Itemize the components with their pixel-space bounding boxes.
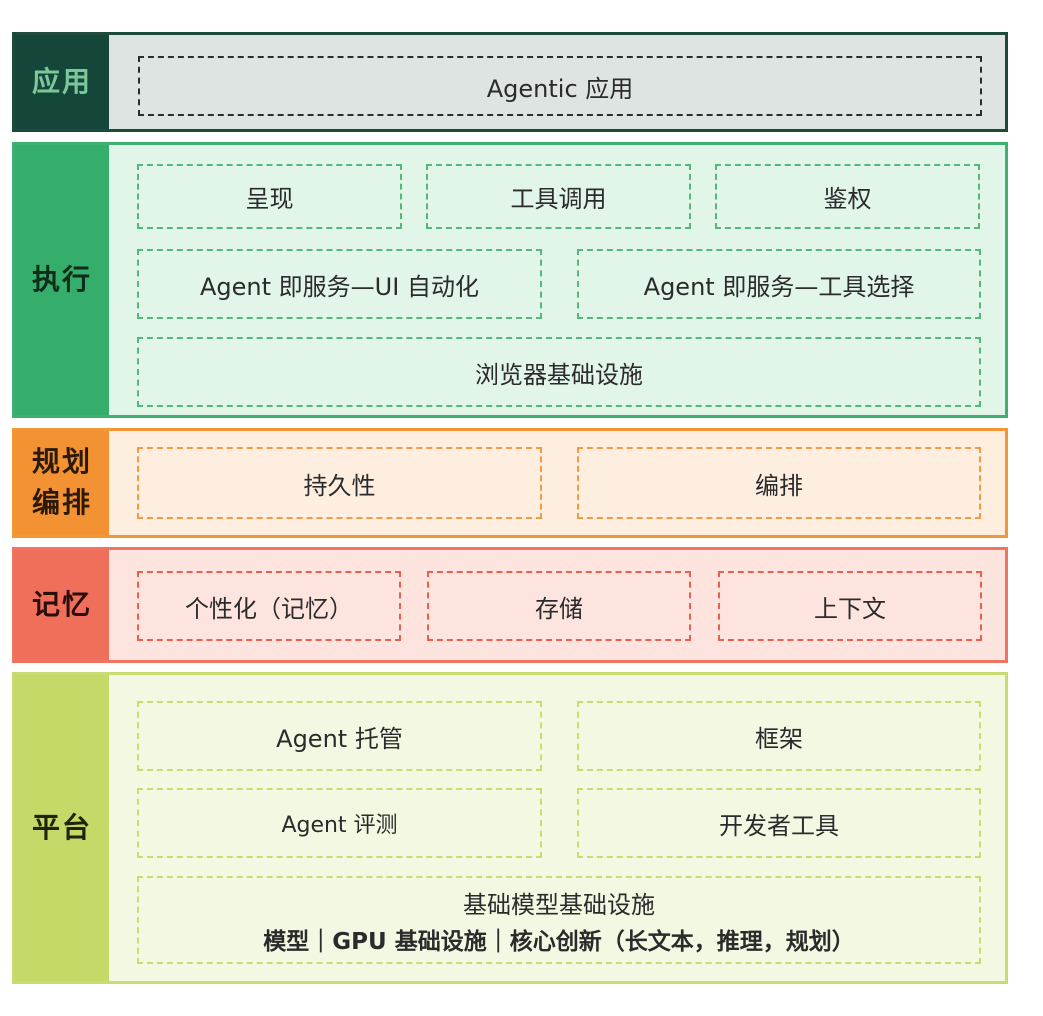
execution-label-text: 执行 bbox=[31, 262, 92, 296]
tool-call-box: 工具调用 bbox=[426, 164, 691, 229]
application-layer: 应用 Agentic 应用 bbox=[12, 32, 1008, 132]
foundation-model-infra-box: 基础模型基础设施 模型｜GPU 基础设施｜核心创新（长文本，推理，规划） bbox=[137, 876, 981, 964]
memory-layer: 记忆 个性化（记忆） 存储 上下文 bbox=[12, 547, 1008, 663]
platform-layer-label: 平台 bbox=[15, 675, 109, 981]
agent-as-service-tool-box: Agent 即服务—工具选择 bbox=[577, 249, 981, 319]
browser-infra-box: 浏览器基础设施 bbox=[137, 337, 981, 407]
render-text: 呈现 bbox=[245, 185, 294, 213]
execution-layer: 执行 呈现 工具调用 鉴权 Agent 即服务—UI 自动化 Agent 即服务… bbox=[12, 142, 1008, 418]
render-box: 呈现 bbox=[137, 164, 402, 229]
developer-tools-text: 开发者工具 bbox=[719, 811, 839, 840]
personalization-text: 个性化（记忆） bbox=[185, 594, 353, 623]
auth-text: 鉴权 bbox=[823, 185, 872, 213]
persistence-text: 持久性 bbox=[303, 471, 376, 500]
orchestration-box: 编排 bbox=[577, 447, 981, 519]
storage-text: 存储 bbox=[535, 594, 583, 623]
planning-label-line1: 规划 bbox=[31, 445, 92, 479]
planning-layer: 规划 编排 持久性 编排 bbox=[12, 428, 1008, 538]
execution-layer-label: 执行 bbox=[15, 145, 109, 415]
agent-as-service-ui-text: Agent 即服务—UI 自动化 bbox=[200, 272, 479, 301]
tool-call-text: 工具调用 bbox=[510, 185, 607, 213]
platform-layer-body: Agent 托管 框架 Agent 评测 开发者工具 基础模型基础设施 模型｜G… bbox=[109, 675, 1005, 981]
planning-layer-label: 规划 编排 bbox=[15, 431, 109, 535]
agent-eval-text: Agent 评测 bbox=[281, 813, 398, 838]
framework-box: 框架 bbox=[577, 701, 981, 771]
agentic-app-box: Agentic 应用 bbox=[138, 56, 982, 116]
execution-layer-body: 呈现 工具调用 鉴权 Agent 即服务—UI 自动化 Agent 即服务—工具… bbox=[109, 145, 1005, 415]
personalization-box: 个性化（记忆） bbox=[137, 571, 401, 641]
foundation-model-infra-detail: 模型｜GPU 基础设施｜核心创新（长文本，推理，规划） bbox=[263, 928, 855, 955]
memory-label-text: 记忆 bbox=[31, 587, 92, 621]
memory-layer-label: 记忆 bbox=[15, 550, 109, 660]
agent-as-service-tool-text: Agent 即服务—工具选择 bbox=[643, 272, 915, 301]
foundation-model-infra-title: 基础模型基础设施 bbox=[463, 890, 655, 919]
application-layer-body: Agentic 应用 bbox=[109, 35, 1005, 129]
browser-infra-text: 浏览器基础设施 bbox=[475, 360, 643, 389]
planning-label-line2: 编排 bbox=[31, 486, 92, 519]
application-layer-label: 应用 bbox=[15, 35, 109, 129]
framework-text: 框架 bbox=[755, 724, 803, 753]
auth-box: 鉴权 bbox=[715, 164, 980, 229]
agent-eval-box: Agent 评测 bbox=[137, 788, 542, 858]
orchestration-text: 编排 bbox=[755, 471, 803, 500]
storage-box: 存储 bbox=[427, 571, 691, 641]
agentic-app-text: Agentic 应用 bbox=[486, 74, 634, 103]
persistence-box: 持久性 bbox=[137, 447, 542, 519]
memory-layer-body: 个性化（记忆） 存储 上下文 bbox=[109, 550, 1005, 660]
agent-hosting-text: Agent 托管 bbox=[276, 724, 403, 753]
context-text: 上下文 bbox=[814, 594, 886, 623]
agent-hosting-box: Agent 托管 bbox=[137, 701, 542, 771]
planning-layer-body: 持久性 编排 bbox=[109, 431, 1005, 535]
platform-label-text: 平台 bbox=[31, 810, 92, 844]
agent-as-service-ui-box: Agent 即服务—UI 自动化 bbox=[137, 249, 542, 319]
context-box: 上下文 bbox=[718, 571, 982, 641]
developer-tools-box: 开发者工具 bbox=[577, 788, 981, 858]
application-label-text: 应用 bbox=[31, 64, 92, 98]
platform-layer: 平台 Agent 托管 框架 Agent 评测 开发者工具 基础模型基础设施 模… bbox=[12, 672, 1008, 984]
